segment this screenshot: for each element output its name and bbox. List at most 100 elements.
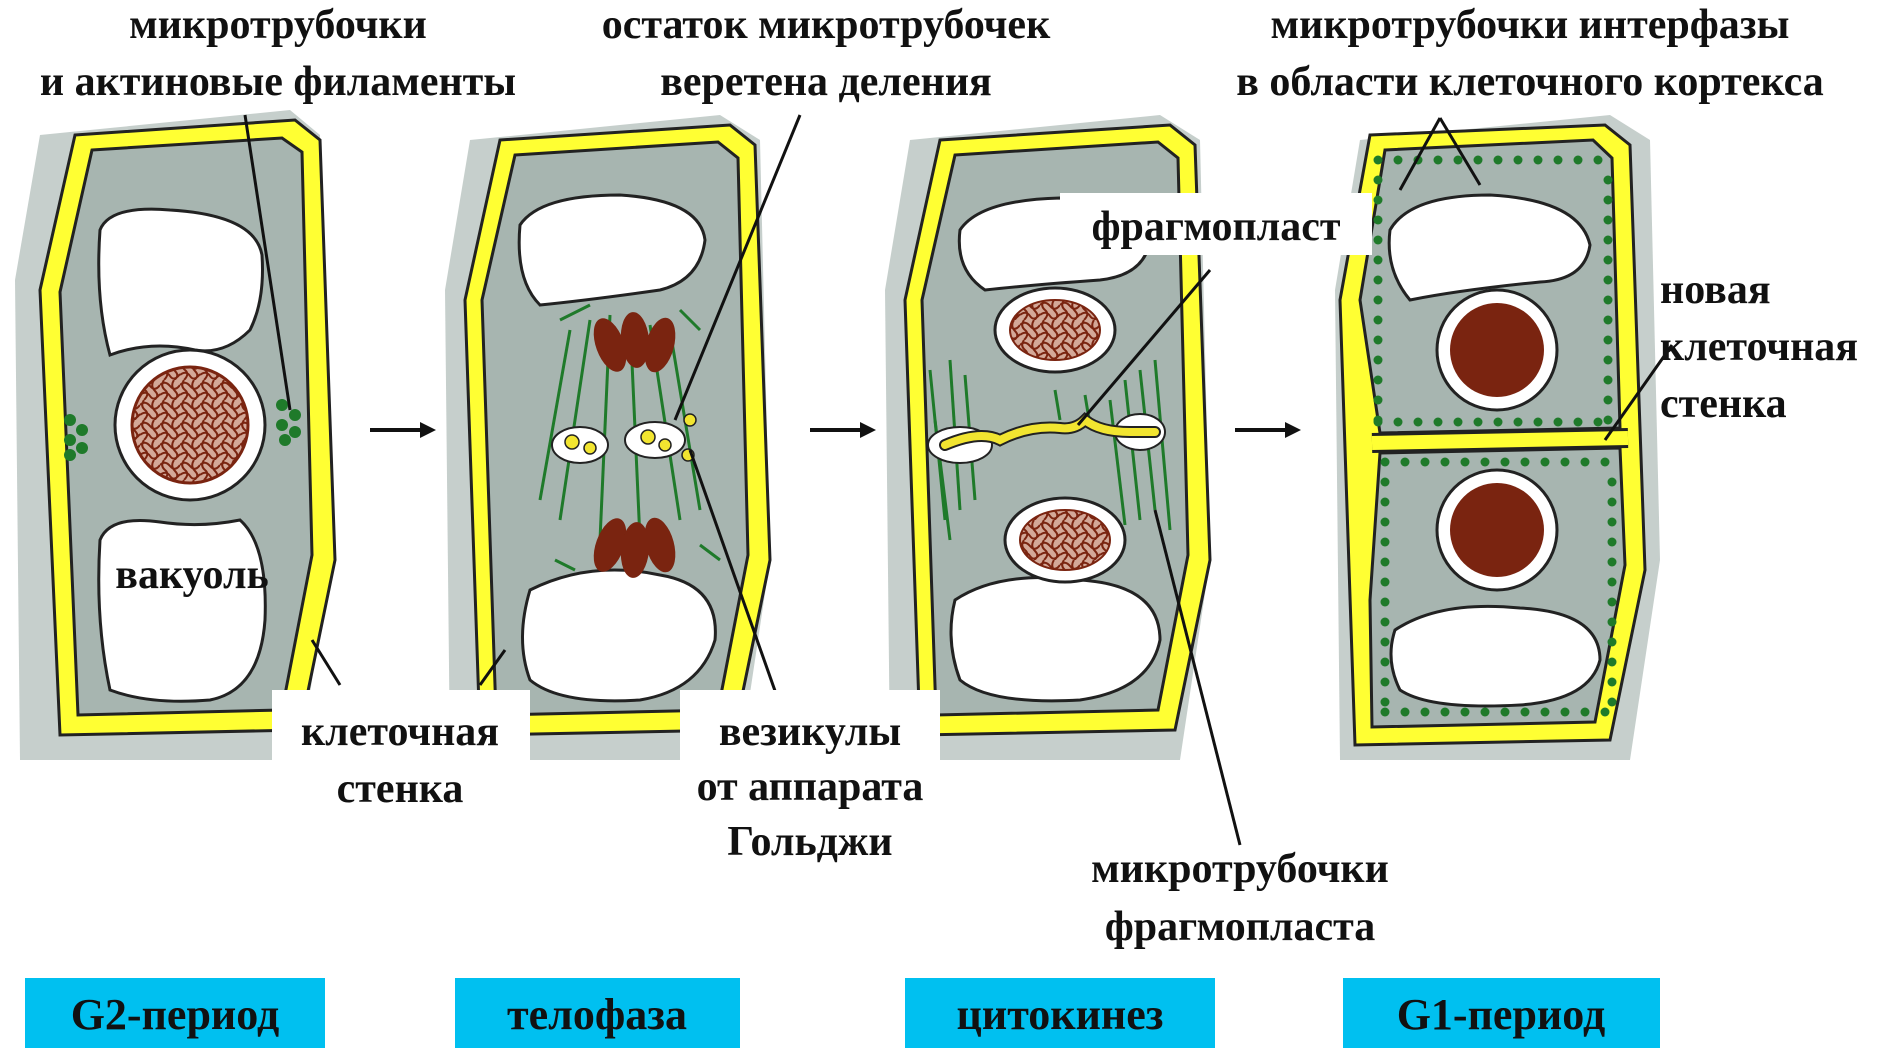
cortical-mt-dot: [1604, 376, 1613, 385]
label-new-wall-1: новая: [1660, 267, 1771, 313]
cortical-mt-dot: [1374, 256, 1383, 265]
vacuole-lower: [523, 570, 716, 701]
cortical-mt-dot: [1601, 458, 1610, 467]
cortical-mt-dot: [1394, 156, 1403, 165]
cortical-mt-dot: [1574, 156, 1583, 165]
cortical-mt-dot: [1374, 276, 1383, 285]
phase-label-g2: G2-период: [71, 990, 280, 1039]
cortical-mt-dot: [1604, 276, 1613, 285]
cortical-mt-dot: [1454, 156, 1463, 165]
cortical-mt-dot: [1381, 458, 1390, 467]
cortical-mt-dot: [1608, 658, 1617, 667]
cortical-mt-dot: [1604, 196, 1613, 205]
cortical-mt-dot: [1561, 708, 1570, 717]
cortical-mt-dot: [1604, 236, 1613, 245]
arrow-3: [1235, 422, 1301, 438]
cortical-mt-dot: [1594, 156, 1603, 165]
label-microtubules-actin-1: микротрубочки: [129, 2, 427, 48]
label-spindle-remnant-1: остаток микротрубочек: [602, 2, 1051, 48]
cortical-mt-dot: [1608, 598, 1617, 607]
nucleus-upper: [1450, 303, 1544, 397]
cortical-mt-dot: [1494, 418, 1503, 427]
label-microtubules-actin-2: и актиновые филаменты: [40, 59, 516, 105]
cortical-mt-dot: [1381, 678, 1390, 687]
cortical-mt-dot: [1521, 708, 1530, 717]
cortical-mt-dot: [1461, 708, 1470, 717]
cortical-mt-dot: [1501, 708, 1510, 717]
cortical-mt-dot: [1608, 698, 1617, 707]
cortical-mt-dot: [1541, 458, 1550, 467]
cortical-mt-dot: [1461, 458, 1470, 467]
cortical-mt-dot: [1481, 458, 1490, 467]
cortical-mt-dot: [1374, 216, 1383, 225]
cortical-mt-dot: [1434, 156, 1443, 165]
cortical-mt-dot: [1574, 418, 1583, 427]
cortical-mt-dot: [1494, 156, 1503, 165]
cortical-mt-dot: [1481, 708, 1490, 717]
cortical-mt-dot: [1608, 538, 1617, 547]
vacuole-upper: [99, 209, 263, 355]
cortical-mt-dot: [1608, 578, 1617, 587]
nucleus-chromatin: [132, 367, 248, 483]
cortical-mt-dot: [1374, 296, 1383, 305]
cortical-mt-dot: [1604, 256, 1613, 265]
arrow-2: [810, 422, 876, 438]
cortical-mt-dot: [1581, 708, 1590, 717]
daughter-nucleus-lower: [1020, 510, 1110, 570]
label-phragmoplast: фрагмопласт: [1091, 204, 1340, 250]
vacuole-lower: [1391, 606, 1600, 706]
cortical-mt-dot: [1374, 356, 1383, 365]
cortical-mt-dot: [1554, 156, 1563, 165]
cortical-mt-dot: [1381, 578, 1390, 587]
cortical-mt-dot: [1514, 418, 1523, 427]
cortical-mt-dot: [1554, 418, 1563, 427]
label-interphase-mt-2: в области клеточного кортекса: [1236, 59, 1824, 105]
nucleus-lower: [1450, 483, 1544, 577]
cortical-mt-dot: [1514, 156, 1523, 165]
cortical-mt-dot: [1604, 416, 1613, 425]
label-cell-wall-1: клеточная: [301, 709, 499, 755]
cortical-mt-dot: [1608, 498, 1617, 507]
cortical-mt-dot: [1608, 478, 1617, 487]
label-new-wall-2: клеточная: [1660, 324, 1858, 370]
cortical-mt-dot: [1381, 658, 1390, 667]
cortical-mt-dot: [1441, 458, 1450, 467]
phase-label-telophase: телофаза: [507, 990, 687, 1039]
label-vacuole: вакуоль: [115, 552, 268, 598]
phase-label-cytokinesis: цитокинез: [956, 990, 1163, 1039]
cortical-mt-dot: [1604, 296, 1613, 305]
cortical-mt-dot: [1374, 176, 1383, 185]
cortical-mt-dot: [1608, 618, 1617, 627]
cortical-mt-dot: [1534, 156, 1543, 165]
cell-g1: [1335, 115, 1660, 760]
cortical-mt-dot: [1608, 678, 1617, 687]
cortical-mt-dot: [1414, 418, 1423, 427]
cortical-mt-dot: [1434, 418, 1443, 427]
cortical-mt-dot: [1394, 418, 1403, 427]
cortical-mt-dot: [1381, 538, 1390, 547]
label-phragmoplast-mt-2: фрагмопласта: [1105, 904, 1376, 950]
daughter-nucleus-upper: [1010, 300, 1100, 360]
cortical-mt-dot: [1608, 638, 1617, 647]
label-new-wall-3: стенка: [1660, 381, 1787, 427]
cortical-mt-dot: [1374, 396, 1383, 405]
cortical-mt-dot: [1374, 236, 1383, 245]
cortical-mt-dot: [1474, 418, 1483, 427]
label-vesicles-3: Гольджи: [727, 819, 892, 865]
cortical-mt-dot: [1374, 196, 1383, 205]
vacuole-lower: [99, 520, 266, 701]
cortical-mt-dot: [1534, 418, 1543, 427]
cortical-mt-dot: [1608, 518, 1617, 527]
cortical-mt-dot: [1601, 708, 1610, 717]
cortical-mt-dot: [1374, 416, 1383, 425]
cortical-mt-dot: [1604, 336, 1613, 345]
cortical-mt-dot: [1604, 356, 1613, 365]
cortical-mt-dot: [1381, 618, 1390, 627]
cortical-mt-dot: [1474, 156, 1483, 165]
cortical-mt-dot: [1541, 708, 1550, 717]
phase-label-g1: G1-период: [1397, 990, 1606, 1039]
pointer-cell-wall-1: [312, 640, 340, 685]
cortical-mt-dot: [1441, 708, 1450, 717]
cortical-mt-dot: [1608, 558, 1617, 567]
